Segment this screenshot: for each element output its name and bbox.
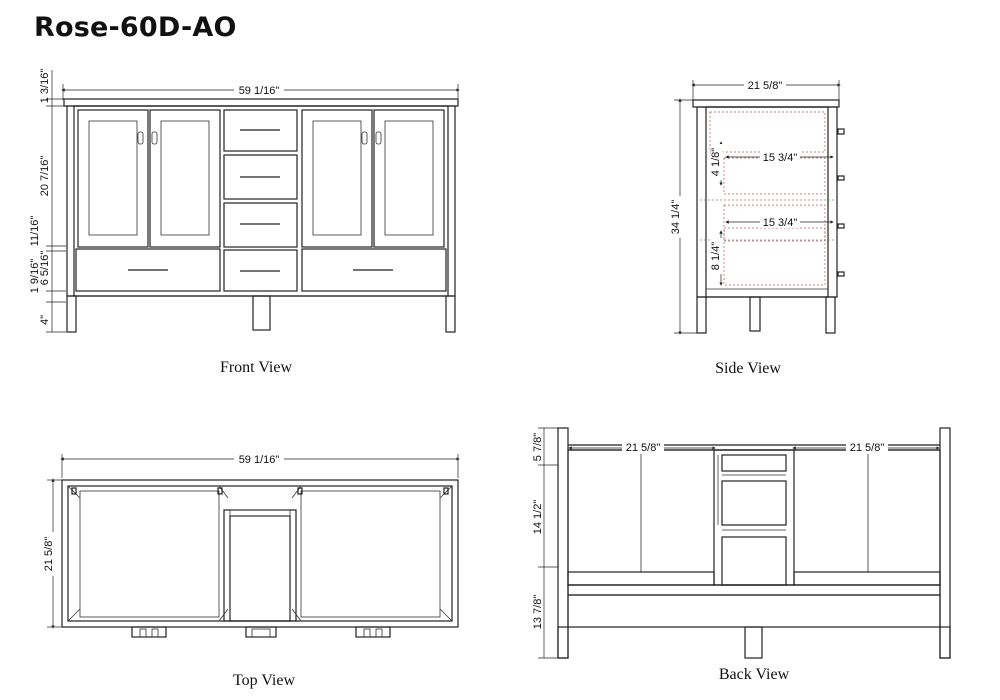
back-upper-label: 5 7/8" [532,433,544,461]
back-view-caption: Back View [719,666,790,683]
front-doors-label: 20 7/16" [39,156,51,197]
back-right-width-label: 21 5/8" [850,442,885,454]
back-view: 21 5/8" 21 5/8" 5 7/8" 14 1/2" 13 7/8" B… [532,427,951,683]
side-shelf1-height-label: 4 1/8" [710,148,722,176]
side-view-caption: Side View [715,360,781,377]
side-shelf2-depth-label: 15 3/4" [763,217,798,229]
back-lower-label: 13 7/8" [532,595,544,630]
side-view: 21 5/8" 15 3/4" 15 3/4" 4 1/8" [670,78,845,377]
product-title: Rose-60D-AO [34,12,237,43]
front-top-label: 1 3/16" [39,69,51,104]
front-view-caption: Front View [220,359,293,376]
front-view: 59 1/16" [29,69,460,376]
side-shelf2-height-label: 8 1/4" [710,242,722,270]
back-left-width-label: 21 5/8" [626,442,661,454]
top-width-label: 59 1/16" [239,454,280,466]
top-view: 59 1/16" 21 5/8" [43,452,460,689]
front-gap-label: 11/16" [29,216,41,247]
front-drawer-label: 6 5/16" [39,251,51,286]
front-width-label: 59 1/16" [239,85,280,97]
side-depth-label: 21 5/8" [748,80,783,92]
front-legs-label: 4" [39,315,51,325]
back-middle-label: 14 1/2" [532,500,544,535]
top-view-caption: Top View [233,672,296,689]
side-height-label: 34 1/4" [670,200,682,235]
front-toe-label: 1 9/16" [29,259,41,294]
side-shelf1-depth-label: 15 3/4" [763,152,798,164]
top-depth-label: 21 5/8" [43,537,55,572]
